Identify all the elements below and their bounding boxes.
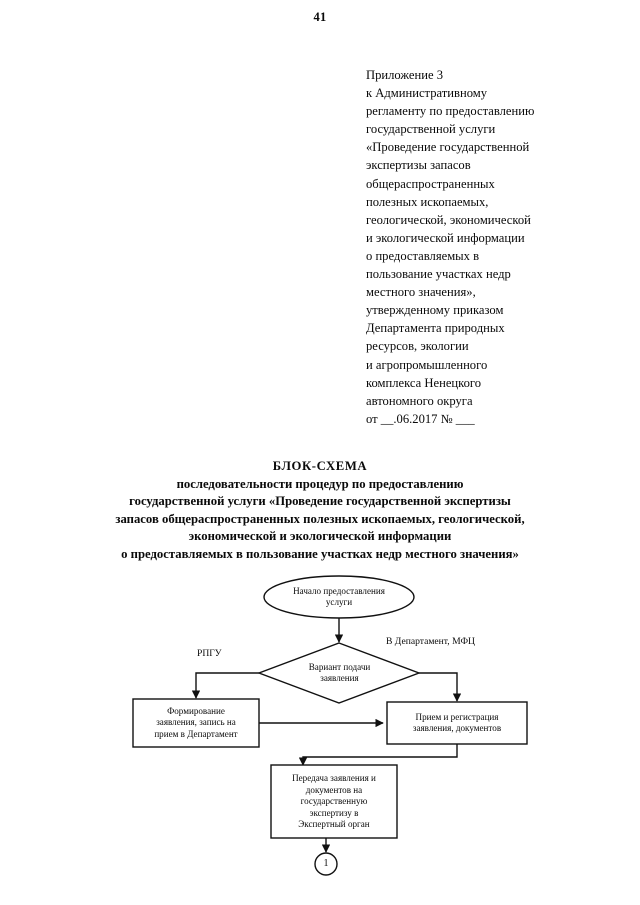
flowchart-title: БЛОК-СХЕМА последовательности процедур п… [20, 458, 620, 564]
appendix-line: полезных ископаемых, [366, 194, 489, 209]
flowchart-title-line: запасов общераспространенных полезных ис… [115, 511, 525, 526]
appendix-line: «Проведение государственной [366, 140, 530, 155]
node-left-process-shape [132, 698, 260, 748]
appendix-line: утвержденному приказом [366, 303, 504, 318]
flowchart-canvas [132, 575, 528, 876]
appendix-line: комплекса Ненецкого [366, 375, 482, 390]
appendix-line: местного значения», [366, 285, 476, 300]
flowchart-title-line: последовательности процедур по предостав… [176, 476, 464, 491]
node-bottom-process-shape [270, 764, 398, 839]
appendix-line: Приложение 3 [366, 68, 444, 82]
appendix-line: государственной услуги [366, 122, 496, 137]
appendix-line: ресурсов, экологии [366, 339, 469, 354]
page-number: 41 [313, 10, 327, 24]
flowchart-title-heading: БЛОК-СХЕМА [272, 459, 368, 473]
flowchart-diagram: Начало предоставления услуги Вариант под… [0, 570, 640, 890]
appendix-line: пользование участках недр [366, 267, 511, 282]
appendix-line: регламенту по предоставлению [366, 104, 535, 119]
node-start-shape [263, 575, 415, 619]
edge-decision-to-left [191, 672, 259, 699]
edge-right-to-bottom [298, 744, 458, 766]
appendix-reference-block: Приложение 3 к Административному регламе… [366, 66, 616, 428]
node-decision-shape [257, 642, 421, 704]
node-connector-shape [314, 852, 338, 876]
flowchart-title-line: экономической и экологической информации [188, 529, 452, 544]
appendix-line: автономного округа [366, 393, 473, 408]
node-right-process-shape [386, 701, 528, 745]
appendix-line: экспертизы запасов [366, 158, 471, 173]
appendix-line: Департамента природных [366, 321, 505, 336]
appendix-line: и агропромышленного [366, 357, 488, 372]
edge-decision-to-right [419, 672, 462, 702]
appendix-line: и экологической информации [366, 230, 525, 245]
appendix-date-line: от __.06.2017 № ___ [366, 411, 475, 426]
appendix-line: о предоставляемых в [366, 248, 480, 263]
flowchart-title-line: государственной услуги «Проведение госуд… [129, 494, 511, 509]
appendix-line: к Административному [366, 86, 488, 101]
flowchart-title-line: о предоставляемых в пользование участках… [121, 546, 519, 561]
appendix-line: геологической, экономической [366, 212, 531, 227]
appendix-line: общераспространенных [366, 176, 495, 191]
